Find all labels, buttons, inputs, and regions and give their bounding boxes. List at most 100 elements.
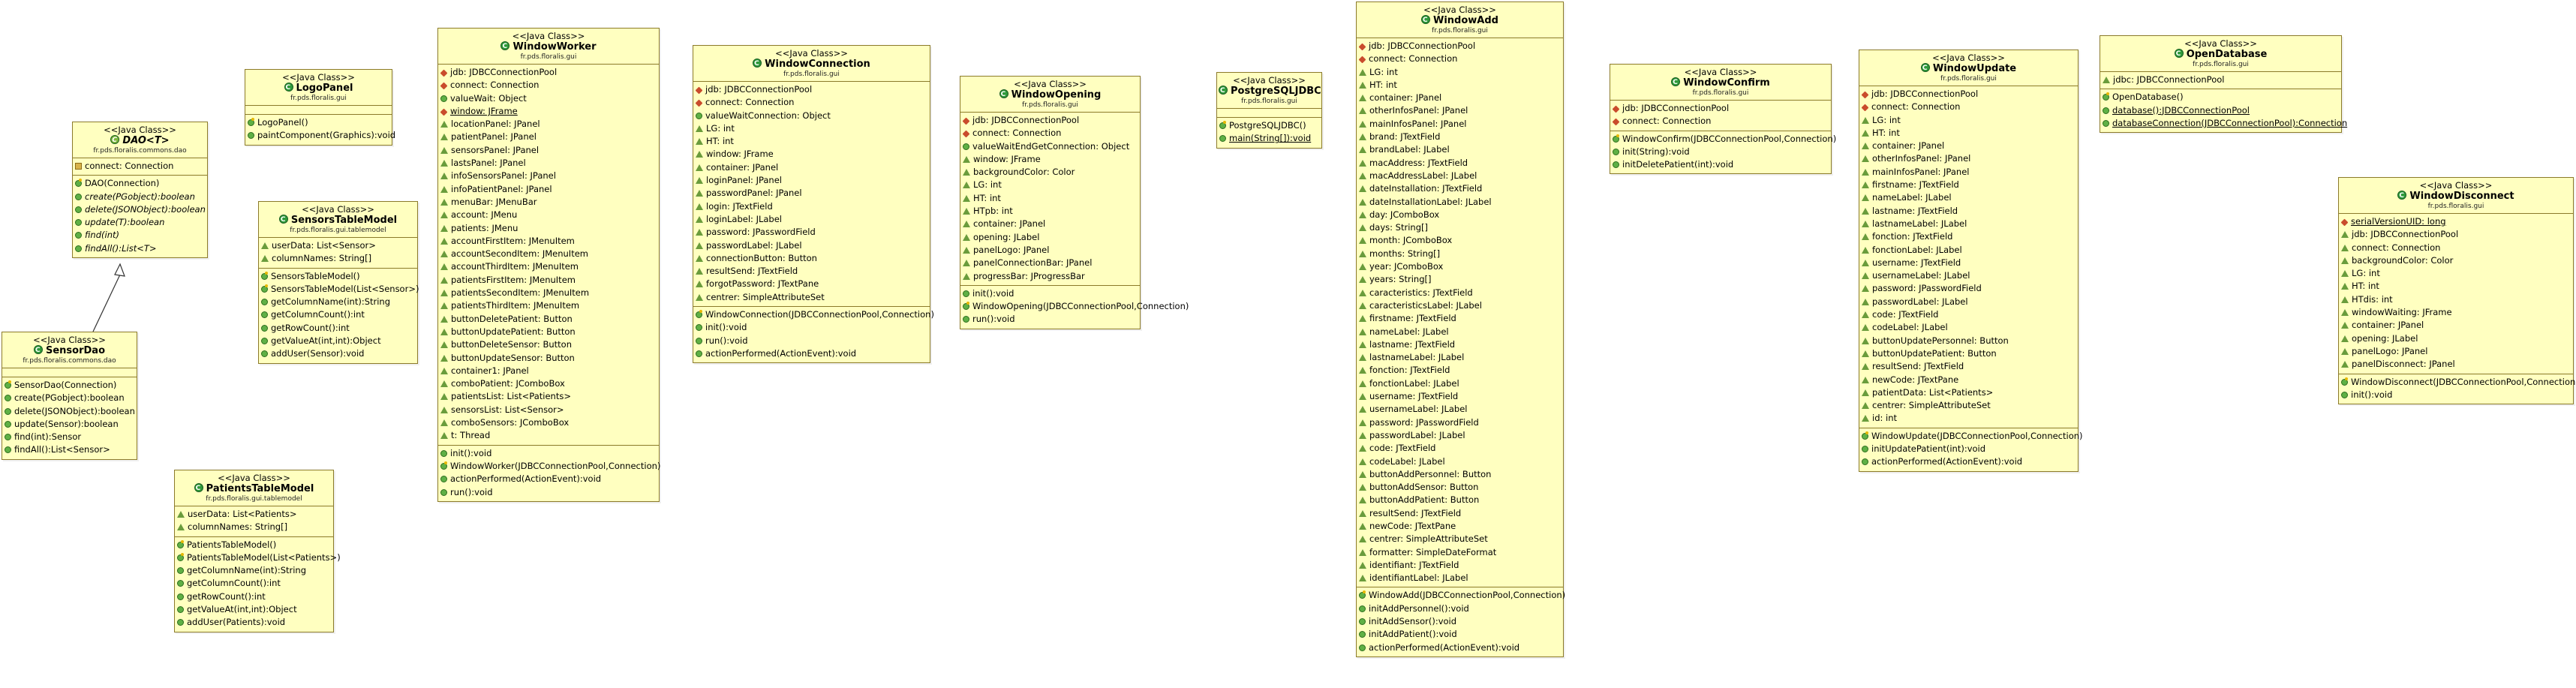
operations-section: WindowUpdate(JDBCConnectionPool,Connecti…: [1859, 428, 2083, 471]
attribute-row: userData: List<Sensor>: [259, 239, 417, 252]
class-box-logopanel[interactable]: <<Java Class>>LogoPanelfr.pds.floralis.g…: [245, 69, 395, 146]
package-name: fr.pds.floralis.gui: [1692, 89, 1749, 97]
attribute-row: jdb: JDBCConnectionPool: [960, 114, 1140, 127]
attribute-row: username: JTextField: [1357, 390, 1563, 403]
package-visibility-icon: [1359, 172, 1366, 179]
class-box-patientstable[interactable]: <<Java Class>>PatientsTableModelfr.pds.f…: [174, 470, 341, 632]
member-text: initAddPatient():void: [1369, 629, 1457, 640]
member-text: jdb: JDBCConnectionPool: [1369, 41, 1476, 51]
member-text: loginPanel: JPanel: [706, 175, 782, 186]
package-visibility-icon: [2341, 270, 2349, 278]
public-visibility-icon: [177, 593, 184, 600]
member-text: LG: int: [973, 179, 1002, 191]
attribute-row: buttonUpdatePatient: Button: [1859, 347, 2078, 360]
class-box-windowconfirm[interactable]: <<Java Class>>WindowConfirmfr.pds.floral…: [1610, 64, 1836, 175]
attribute-row: HT: int: [2339, 280, 2573, 293]
class-box-windowopening[interactable]: <<Java Class>>WindowOpeningfr.pds.floral…: [960, 76, 1189, 329]
class-box-opendatabase[interactable]: <<Java Class>>OpenDatabasefr.pds.florali…: [2100, 35, 2347, 134]
member-text: delete(JSONObject):boolean: [14, 405, 135, 416]
member-text: code: JTextField: [1369, 443, 1436, 454]
package-visibility-icon: [1359, 509, 1366, 517]
class-box-sensordao[interactable]: <<Java Class>>SensorDaofr.pds.floralis.c…: [2, 332, 137, 460]
package-visibility-icon: [963, 208, 970, 215]
constructor-icon: [1613, 134, 1619, 143]
constructor-icon: [2103, 92, 2109, 101]
attribute-row: opening: JLabel: [2339, 332, 2573, 345]
class-header: <<Java Class>>WindowDisconnectfr.pds.flo…: [2339, 178, 2573, 214]
attribute-row: container: JPanel: [2339, 319, 2573, 332]
package-visibility-icon: [1359, 276, 1366, 284]
attribute-row: HTpb: int: [960, 205, 1140, 218]
public-visibility-icon: [261, 311, 268, 319]
public-visibility-icon: [5, 407, 11, 415]
package-visibility-icon: [177, 511, 185, 518]
attribute-row: columnNames: String[]: [175, 521, 333, 533]
operation-row: SensorsTableModel(): [259, 270, 417, 283]
class-box-windowadd[interactable]: <<Java Class>>WindowAddfr.pds.floralis.g…: [1356, 2, 1565, 657]
package-visibility-icon: [1862, 182, 1869, 189]
operations-section: PostgreSQLJDBC()main(String[]):void: [1217, 118, 1321, 148]
package-visibility-icon: [1359, 211, 1366, 218]
package-visibility-icon: [963, 194, 970, 202]
member-text: getValueAt(int,int):Object: [271, 335, 381, 347]
operation-row: database():JDBCConnectionPool: [2100, 104, 2341, 117]
member-text: account: JMenu: [451, 209, 518, 221]
member-text: userData: List<Sensor>: [272, 240, 376, 251]
attribute-row: patientsThirdItem: JMenuItem: [438, 299, 659, 312]
operation-row: databaseConnection(JDBCConnectionPool):C…: [2100, 117, 2347, 130]
attribute-row: menuBar: JMenuBar: [438, 196, 659, 209]
class-icon: [278, 214, 288, 226]
member-text: actionPerformed(ActionEvent):void: [450, 473, 602, 485]
attribute-row: nameLabel: JLabel: [1859, 191, 2078, 204]
member-text: SensorDao(Connection): [14, 380, 117, 390]
member-text: jdb: JDBCConnectionPool: [1622, 103, 1730, 113]
class-icon: [1920, 62, 1930, 74]
class-box-dao[interactable]: <<Java Class>>DAO<T>fr.pds.floralis.comm…: [72, 122, 208, 259]
public-visibility-icon: [696, 350, 702, 357]
member-text: WindowConfirm(JDBCConnectionPool,Connect…: [1622, 133, 1837, 144]
member-text: DAO(Connection): [85, 178, 160, 189]
attribute-row: resultSend: JTextField: [693, 265, 930, 278]
operation-row: SensorsTableModel(List<Sensor>): [259, 283, 419, 296]
attribute-row: comboSensors: JComboBox: [438, 416, 659, 429]
class-name-text: DAO<T>: [122, 135, 170, 146]
class-box-postgre[interactable]: <<Java Class>>PostgreSQLJDBCfr.pds.flora…: [1216, 72, 1322, 149]
package-visibility-icon: [1359, 146, 1366, 154]
member-text: resultSend: JTextField: [1872, 361, 1964, 372]
member-text: connect: Connection: [705, 97, 795, 108]
member-text: getColumnCount():int: [187, 578, 281, 589]
attribute-row: LG: int: [1859, 114, 2078, 127]
operation-row: initAddSensor():void: [1357, 615, 1563, 628]
attribute-row: HTdis: int: [2339, 293, 2573, 306]
member-text: username: JTextField: [1369, 391, 1459, 402]
constructor-icon: [5, 380, 11, 389]
class-box-windowconnection[interactable]: <<Java Class>>WindowConnectionfr.pds.flo…: [693, 45, 934, 364]
class-box-sensorstable[interactable]: <<Java Class>>SensorsTableModelfr.pds.fl…: [258, 201, 419, 364]
member-text: WindowConnection(JDBCConnectionPool,Conn…: [705, 309, 934, 320]
attribute-row: patientsList: List<Patients>: [438, 390, 659, 403]
package-visibility-icon: [1359, 328, 1366, 335]
operation-row: getValueAt(int,int):Object: [259, 335, 417, 347]
attribute-row: codeLabel: JLabel: [1357, 455, 1563, 468]
member-text: buttonUpdatePatient: Button: [451, 326, 576, 337]
package-visibility-icon: [1359, 224, 1366, 232]
member-text: otherInfosPanel: JPanel: [1369, 105, 1468, 116]
package-visibility-icon: [1862, 402, 1869, 410]
package-visibility-icon: [440, 198, 448, 206]
member-text: codeLabel: JLabel: [1872, 322, 1948, 333]
member-text: jdb: JDBCConnectionPool: [450, 67, 558, 77]
package-visibility-icon: [1862, 376, 1869, 383]
member-text: dateInstallationLabel: JLabel: [1369, 196, 1492, 207]
class-box-windowdisconnect[interactable]: <<Java Class>>WindowDisconnectfr.pds.flo…: [2338, 177, 2576, 405]
attribute-row: usernameLabel: JLabel: [1357, 403, 1563, 416]
class-box-windowupdate[interactable]: <<Java Class>>WindowUpdatefr.pds.florali…: [1859, 50, 2083, 472]
class-box-windowworker[interactable]: <<Java Class>>WindowWorkerfr.pds.florali…: [437, 28, 660, 502]
public-visibility-icon: [440, 476, 447, 483]
class-name-text: PostgreSQLJDBC: [1231, 86, 1321, 97]
member-text: HT: int: [706, 136, 734, 147]
private-visibility-icon: [1358, 56, 1366, 64]
